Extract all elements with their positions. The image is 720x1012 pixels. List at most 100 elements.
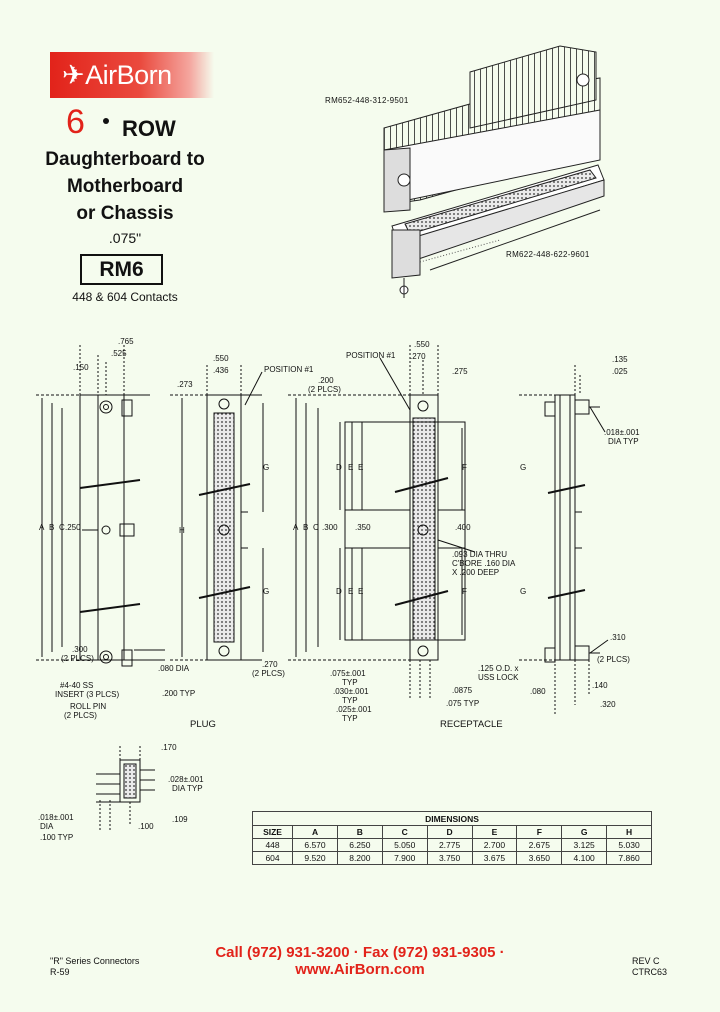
pin-detail-view xyxy=(96,746,155,830)
table-cell: 7.860 xyxy=(606,851,652,865)
rec-dim-140: .140 xyxy=(592,681,608,690)
table-cell: 3.650 xyxy=(516,851,563,865)
rec-dim-075: .075±.001 xyxy=(330,669,366,678)
dim-plug-300-plcs: (2 PLCS) xyxy=(61,654,94,663)
dim-typ-200: .200 TYP xyxy=(162,689,195,698)
table-header-row: SIZE A B C D E F G H xyxy=(251,825,652,839)
rec-dia-125: .125 O.D. x xyxy=(478,664,518,673)
rec-dim-a: A xyxy=(293,523,299,532)
rec-dim-320: .320 xyxy=(600,700,616,709)
rec-dim-270: .270 xyxy=(410,352,426,361)
dim-plug-g2: G xyxy=(263,587,269,596)
note-screw: #4-40 SS xyxy=(60,681,93,690)
table-cell: 6.250 xyxy=(336,838,383,852)
title-line-2: Motherboard xyxy=(66,176,184,197)
brand-name: AirBorn xyxy=(85,60,172,90)
table-row: 448 6.570 6.250 5.050 2.775 2.700 2.675 … xyxy=(251,838,652,852)
pitch-spec: .075" xyxy=(108,230,142,246)
dim-plug-b: B xyxy=(49,523,54,532)
rec-dim-d2: D xyxy=(336,587,342,596)
dim-765: .765 xyxy=(118,337,134,346)
detail-dim-100: .100 xyxy=(138,822,154,831)
airborn-logo: ✈AirBorn xyxy=(50,52,214,98)
receptacle-caption: RECEPTACLE xyxy=(440,719,503,730)
plug-side-view xyxy=(36,345,165,667)
rec-dim-080: .080 xyxy=(530,687,546,696)
table-cell: 5.030 xyxy=(606,838,652,852)
contact-line: Call (972) 931-3200 · Fax (972) 931-9305… xyxy=(215,944,505,978)
dim-dia-080: .080 DIA xyxy=(158,664,190,673)
dim-plug-c: C xyxy=(59,523,65,532)
table-cell: 3.750 xyxy=(426,851,473,865)
rec-dim-075-typ-b: .075 TYP xyxy=(446,699,479,708)
row-label: ROW xyxy=(122,116,176,141)
dim-436: .436 xyxy=(213,366,229,375)
rec-position-1: POSITION #1 xyxy=(346,351,396,360)
detail-dia: DIA xyxy=(40,822,54,831)
table-header: H xyxy=(606,825,652,839)
table-cell: 604 xyxy=(251,851,294,865)
footer-doc-code: CTRC63 xyxy=(632,967,668,977)
dim-plug-g1: G xyxy=(263,463,269,472)
rec-hole-1: .093 DIA THRU xyxy=(452,550,507,559)
receptacle-front-view xyxy=(288,345,476,700)
rec-dim-270b-plcs: (2 PLCS) xyxy=(252,669,285,678)
table-header: F xyxy=(516,825,563,839)
dim-273: .273 xyxy=(177,380,193,389)
note-rollpin: ROLL PIN xyxy=(70,702,106,711)
table-cell: 3.125 xyxy=(561,838,608,852)
receptacle-side-view xyxy=(519,365,609,715)
rec-dim-275: .275 xyxy=(452,367,468,376)
table-cell: 7.900 xyxy=(381,851,428,865)
rec-dim-135: .135 xyxy=(612,355,628,364)
detail-dim-109: .109 xyxy=(172,815,188,824)
table-row: 604 9.520 8.200 7.900 3.750 3.675 3.650 … xyxy=(251,851,652,865)
rec-dia-018: .018±.001 xyxy=(604,428,640,437)
footer-series: "R" Series Connectors xyxy=(50,956,140,966)
detail-dia-028: .028±.001 xyxy=(168,775,204,784)
series-box: RM6 xyxy=(80,254,163,285)
table-cell: 2.675 xyxy=(516,838,563,852)
rec-dim-310-plcs: (2 PLCS) xyxy=(597,655,630,664)
rec-dim-075-typ: TYP xyxy=(342,678,358,687)
dim-550: .550 xyxy=(213,354,229,363)
table-cell: 8.200 xyxy=(336,851,383,865)
table-cell: 2.700 xyxy=(471,838,518,852)
detail-typ-100: .100 TYP xyxy=(40,833,73,842)
part-number-bottom: RM622-448-622-9601 xyxy=(506,250,590,259)
table-cell: 2.775 xyxy=(426,838,473,852)
table-header: SIZE xyxy=(251,825,294,839)
rec-dim-350: .350 xyxy=(355,523,371,532)
table-header: C xyxy=(381,825,428,839)
table-header: E xyxy=(471,825,518,839)
footer-rev: REV C xyxy=(632,956,660,966)
dim-150: .150 xyxy=(73,363,89,372)
plug-caption: PLUG xyxy=(190,719,216,730)
dim-plug-250: .250 xyxy=(65,523,81,532)
detail-dia-018: .018±.001 xyxy=(38,813,74,822)
title-line-1: Daughterboard to xyxy=(45,149,205,170)
dim-plug-a: A xyxy=(39,523,45,532)
table-cell: 6.570 xyxy=(292,838,338,852)
rec-uss: USS LOCK xyxy=(478,673,519,682)
rec-dim-030-typ: TYP xyxy=(342,696,358,705)
rec-dim-b: B xyxy=(303,523,308,532)
contacts-count: 448 & 604 Contacts xyxy=(72,290,178,304)
table-header: B xyxy=(336,825,383,839)
rec-dim-270b: .270 xyxy=(262,660,278,669)
airborn-logo-mark-icon: ✈ xyxy=(62,60,85,90)
dimensions-table: DIMENSIONS SIZE A B C D E F G H 448 6.57… xyxy=(251,811,652,865)
rec-dim-200: .200 xyxy=(318,376,334,385)
rec-hole-2: C'BORE .160 DIA xyxy=(452,559,516,568)
part-number-top: RM652-448-312-9501 xyxy=(325,96,409,105)
rec-dim-300: .300 xyxy=(322,523,338,532)
dim-525: .525 xyxy=(111,349,127,358)
rec-dia-typ: DIA TYP xyxy=(608,437,639,446)
plug-position-1: POSITION #1 xyxy=(264,365,314,374)
rec-dim-f1: F xyxy=(462,463,467,472)
rec-dim-400: .400 xyxy=(455,523,471,532)
detail-dia-typ: DIA TYP xyxy=(172,784,203,793)
rec-dim-f2: F xyxy=(462,587,467,596)
